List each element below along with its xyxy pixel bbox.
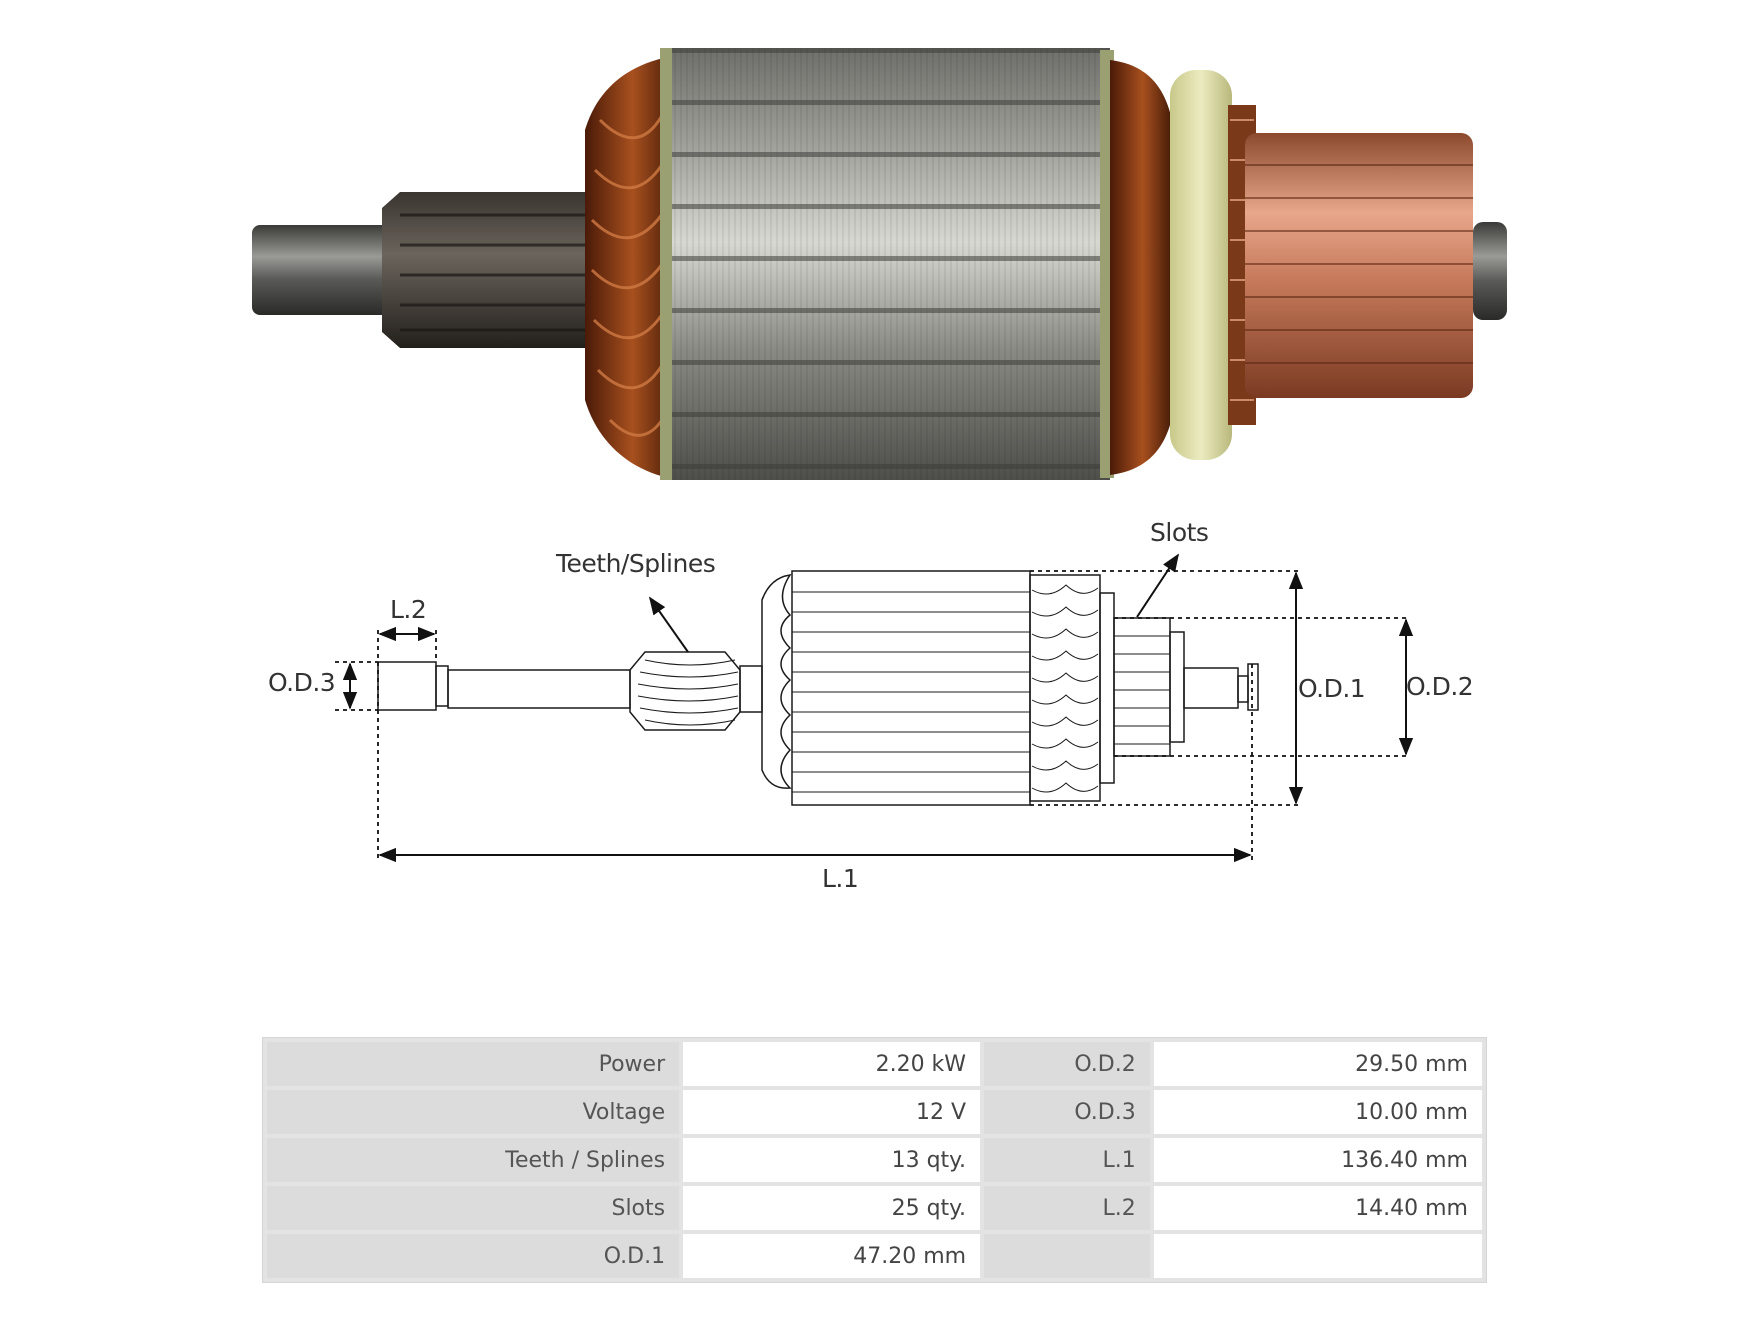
label-od2: O.D.2 — [1406, 672, 1474, 701]
spec-label: L.1 — [984, 1138, 1150, 1182]
label-l2: L.2 — [390, 595, 427, 624]
spec-label — [984, 1234, 1150, 1278]
spec-label: Voltage — [267, 1090, 680, 1134]
table-row: Slots 25 qty. L.2 14.40 mm — [267, 1186, 1482, 1230]
label-od1: O.D.1 — [1298, 674, 1366, 703]
spec-value: 12 V — [683, 1090, 981, 1134]
label-od3: O.D.3 — [268, 668, 336, 697]
label-l1: L.1 — [822, 864, 859, 893]
spec-value: 10.00 mm — [1153, 1090, 1482, 1134]
spec-label: Power — [267, 1042, 680, 1086]
spec-value: 25 qty. — [683, 1186, 981, 1230]
spec-value: 2.20 kW — [683, 1042, 981, 1086]
table-row: Teeth / Splines 13 qty. L.1 136.40 mm — [267, 1138, 1482, 1182]
armature-photo — [252, 48, 1507, 480]
spec-value: 136.40 mm — [1153, 1138, 1482, 1182]
specifications-table: Power 2.20 kW O.D.2 29.50 mm Voltage 12 … — [262, 1037, 1487, 1283]
table-row: Voltage 12 V O.D.3 10.00 mm — [267, 1090, 1482, 1134]
spec-label: Teeth / Splines — [267, 1138, 680, 1182]
spec-label: O.D.3 — [984, 1090, 1150, 1134]
table-row: O.D.1 47.20 mm — [267, 1234, 1482, 1278]
spec-label: O.D.2 — [984, 1042, 1150, 1086]
spec-label: L.2 — [984, 1186, 1150, 1230]
label-slots: Slots — [1150, 518, 1209, 547]
spec-value — [1153, 1234, 1482, 1278]
spec-label: Slots — [267, 1186, 680, 1230]
label-teeth-splines: Teeth/Splines — [556, 549, 716, 578]
spec-value: 13 qty. — [683, 1138, 981, 1182]
spec-label: O.D.1 — [267, 1234, 680, 1278]
spec-value: 14.40 mm — [1153, 1186, 1482, 1230]
spec-value: 47.20 mm — [683, 1234, 981, 1278]
table-row: Power 2.20 kW O.D.2 29.50 mm — [267, 1042, 1482, 1086]
dimension-drawing — [335, 553, 1414, 863]
spec-value: 29.50 mm — [1153, 1042, 1482, 1086]
